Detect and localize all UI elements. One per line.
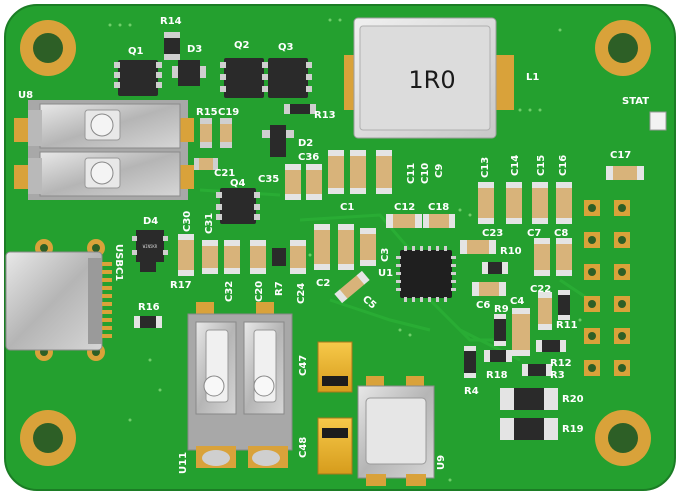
label-u8: U8 (18, 90, 33, 101)
label-c32: C32 (224, 281, 235, 302)
r16-r17-resistors (134, 260, 162, 328)
label-d2: D2 (298, 138, 313, 149)
label-c21: C21 (214, 168, 235, 179)
u11-terminal-block (187, 302, 293, 468)
label-c35: C35 (258, 174, 279, 185)
label-r12: R12 (550, 358, 572, 369)
label-c15: C15 (536, 155, 547, 176)
label-q1: Q1 (128, 46, 144, 57)
label-u1: U1 (378, 268, 393, 279)
label-r17: R17 (170, 280, 192, 291)
label-c4: C4 (510, 296, 524, 307)
label-c11: C11 (406, 163, 417, 184)
usb-c-connector (5, 239, 112, 361)
l1-inductor (344, 17, 514, 139)
label-c47: C47 (298, 355, 309, 376)
c48-tantalum-capacitor (317, 417, 353, 475)
label-c20: C20 (254, 281, 265, 302)
d4-ic (132, 230, 168, 262)
r19-r20-resistors (500, 388, 558, 440)
c35-c36-capacitor-bank (285, 150, 392, 200)
label-r19: R19 (562, 424, 584, 435)
label-u11: U11 (178, 452, 189, 474)
label-c10: C10 (420, 163, 431, 184)
label-r11: R11 (556, 320, 578, 331)
label-c2: C2 (316, 278, 330, 289)
silkscreen-labels: 1R0 WIN5KR R14 Q1 D3 Q2 Q3 U8 L1 STAT R1… (18, 16, 649, 474)
label-c13: C13 (480, 157, 491, 178)
label-c19: C19 (218, 107, 239, 118)
label-d3: D3 (187, 44, 202, 55)
label-q4: Q4 (230, 178, 246, 189)
label-r13: R13 (314, 110, 336, 121)
label-c16: C16 (558, 155, 569, 176)
label-r9: R9 (494, 304, 509, 315)
label-c22: C22 (530, 284, 551, 295)
label-r3: R3 (550, 370, 565, 381)
label-c30: C30 (182, 211, 193, 232)
label-r18: R18 (486, 370, 508, 381)
label-c6: C6 (476, 300, 490, 311)
label-c36: C36 (298, 152, 319, 163)
q4-mosfet (216, 188, 260, 224)
label-c14: C14 (510, 155, 521, 176)
d3-diode (172, 60, 206, 86)
stat-led-c17 (606, 111, 667, 180)
label-c23: C23 (482, 228, 503, 239)
label-c48: C48 (298, 437, 309, 458)
u9-connector (357, 376, 435, 486)
label-u9: U9 (436, 455, 447, 470)
label-c8: C8 (554, 228, 568, 239)
r14-resistor (164, 32, 180, 60)
label-c12: C12 (394, 202, 415, 213)
label-r15: R15 (196, 107, 218, 118)
label-c3: C3 (380, 248, 391, 262)
label-l1: L1 (526, 72, 539, 83)
label-c24: C24 (296, 283, 307, 304)
pin-header (584, 200, 630, 376)
c13-c16-capacitors (478, 182, 572, 224)
q1-mosfet (114, 60, 162, 96)
c23-r10-c6-passives (460, 238, 572, 296)
label-q3: Q3 (278, 42, 294, 53)
label-usbc1: USBC1 (113, 244, 124, 281)
label-r14: R14 (160, 16, 182, 27)
label-c31: C31 (204, 213, 215, 234)
label-q2: Q2 (234, 40, 250, 51)
label-c17: C17 (610, 150, 631, 161)
label-r16: R16 (138, 302, 160, 313)
mounting-holes (20, 20, 651, 466)
label-r20: R20 (562, 394, 584, 405)
label-c9: C9 (434, 164, 445, 178)
q2-mosfet (220, 58, 268, 98)
label-c7: C7 (527, 228, 541, 239)
u1-qfn-ic (396, 246, 456, 302)
c30-c32-capacitors (178, 224, 376, 276)
c5-capacitor (334, 270, 370, 304)
q3-mosfet (268, 58, 312, 98)
label-c18: C18 (428, 202, 449, 213)
label-r7: R7 (274, 281, 285, 296)
c12-c18-capacitors (386, 214, 455, 228)
label-stat: STAT (622, 96, 649, 107)
d4-ic-marking: WIN5KR (143, 244, 158, 249)
r15-c19-passives (194, 104, 316, 170)
label-c1: C1 (340, 202, 354, 213)
c4-c22-r9-r11-passives (464, 290, 570, 378)
label-r4: R4 (464, 386, 479, 397)
u8-terminal-block (14, 100, 194, 200)
label-d4: D4 (143, 216, 158, 227)
vias (108, 18, 582, 482)
inductor-marking: 1R0 (408, 66, 455, 94)
c47-tantalum-capacitor (317, 341, 353, 393)
label-r10: R10 (500, 246, 522, 257)
